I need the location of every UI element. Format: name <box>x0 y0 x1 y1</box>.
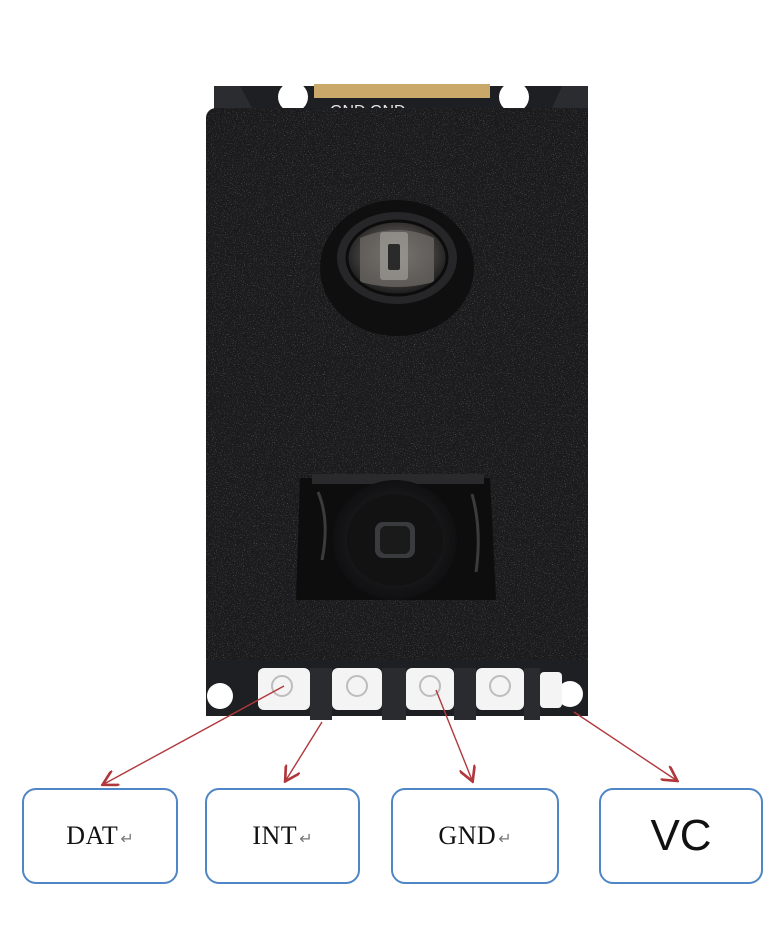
return-symbol: ↵ <box>120 828 134 848</box>
pin-label-gnd: GND↵ <box>391 788 559 884</box>
receiver-lens <box>320 200 474 336</box>
arrow-vc <box>573 711 676 780</box>
pin-label-dat: DAT↵ <box>22 788 178 884</box>
pin-label-gnd-text: GND <box>438 821 497 850</box>
pin-arrows <box>104 685 676 784</box>
return-symbol: ↵ <box>299 828 313 848</box>
arrow-int <box>286 721 323 780</box>
pin-label-int-text: INT <box>252 821 298 850</box>
arrow-dat <box>104 685 285 784</box>
pin-label-int: INT↵ <box>205 788 360 884</box>
pin-label-vc-text: VC <box>650 811 712 860</box>
emitter-lens <box>296 474 496 600</box>
pin-row <box>206 660 588 720</box>
arrow-gnd <box>435 689 472 780</box>
return-symbol: ↵ <box>498 828 512 848</box>
pin-label-dat-text: DAT <box>66 821 119 850</box>
pin-label-vc: VC <box>599 788 763 884</box>
